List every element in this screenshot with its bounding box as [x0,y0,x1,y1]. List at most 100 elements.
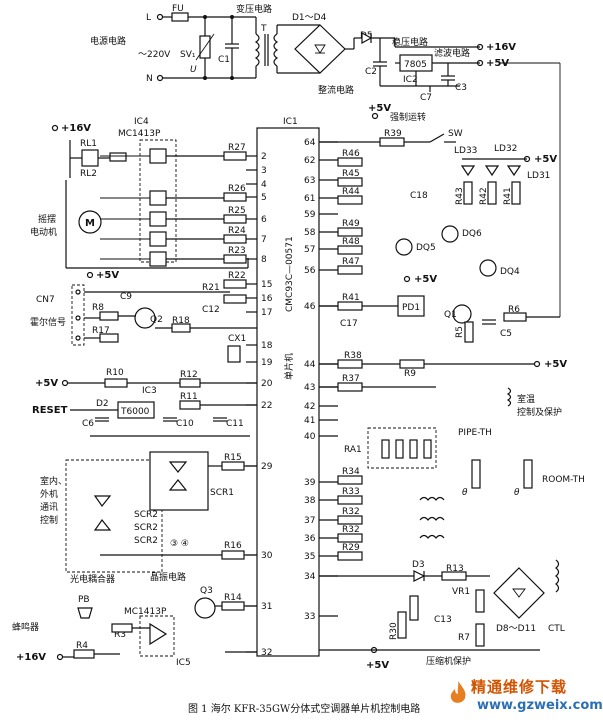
temperature-section: R37 室温 控制及保护 RA1 PIPE-TH ROOM-TH θ θ R34… [319,374,585,561]
label-r34: R34 [342,467,360,477]
mcu-pin-29: 29 [261,462,273,472]
resistor-r4 [73,649,95,659]
diode-d3 [413,570,426,582]
mcu-pin-64: 64 [304,138,316,148]
resistor-r17 [99,333,119,343]
label-scr2-b: SCR2 [134,523,158,533]
label-filter-circuit: 滤波电路 [434,47,470,59]
label-comm-4: 控制 [40,514,58,526]
resistor-r3 [111,623,133,633]
label-d8-d11: D8～D11 [496,624,536,634]
label-reset: RESET [32,405,68,416]
label-r6: R6 [508,305,520,315]
label-room-temp-2: 控制及保护 [517,406,562,418]
switch-sw[interactable] [429,133,445,143]
label-cn7: CN7 [36,295,55,305]
label-c13: C13 [434,615,452,625]
ic4-gate-2 [149,190,167,206]
label-r44: R44 [342,187,360,197]
label-theta-room: θ [514,488,520,498]
resistor-r33 [337,495,363,505]
label-r33: R33 [342,487,360,497]
label-scr1: SCR1 [210,488,234,498]
transistor-q2 [134,307,156,329]
ctl-coil [555,559,560,593]
label-q1: Q1 [444,310,457,320]
label-r48: R48 [342,237,360,247]
mcu-pin-4: 4 [261,180,267,190]
scr1-diode-a [168,461,188,473]
transistor-q3 [194,597,216,619]
label-r25: R25 [228,206,246,216]
mcu-pin-59: 59 [304,210,316,220]
crystal-cx1 [227,345,241,363]
transistor-dq5 [395,238,413,256]
label-mcu-part: CMC93C—00571 [285,236,295,312]
label-transformer-circuit: 变压电路 [236,3,272,15]
mcu-pin-34: 34 [304,572,316,582]
mcu-pin-5: 5 [261,193,267,203]
power-section: L N FU 电源电路 ～220V SV₁ U C1 变压电路 T [90,3,561,317]
label-p5-sw: +5V [368,103,391,114]
label-r11: R11 [180,392,198,402]
compressor-section: D3 R13 VR1 C13 R30 R7 D8～D11 CTL 压缩机保护 +… [319,559,565,671]
label-c11: C11 [226,419,244,429]
label-r23: R23 [228,246,246,256]
mcu-pin-16: 16 [261,294,273,304]
label-p16-top: +16V [486,42,516,53]
label-comm-3: 通讯 [40,502,58,513]
label-r24: R24 [228,226,246,236]
label-r17: R17 [92,326,110,336]
label-regulator-circuit: 稳压电路 [392,36,428,48]
mcu-pin-42: 42 [304,402,315,412]
driver-ic5 [139,615,175,657]
label-cx1: CX1 [228,334,246,344]
mcu-pin-18: 18 [261,341,273,351]
label-r45: R45 [342,169,360,179]
driver-gates [100,148,224,267]
label-c10: C10 [176,419,194,429]
mcu-pin-38: 38 [304,496,316,506]
resistor-r27 [223,151,247,161]
ic4-gate-4 [149,231,167,247]
swing-motor [78,210,102,234]
mcu-pin-44: 44 [304,360,316,370]
label-r18: R18 [172,316,190,326]
label-d2: D2 [96,399,109,409]
scr1-diode-b [168,479,188,491]
label-r21: R21 [202,283,220,293]
bridge-d8-d11 [493,567,545,619]
label-r37: R37 [342,374,360,384]
forced-run-section: +5V 强制运转 R39 SW R46 R45 R44 C18 R49 R48 … [319,103,557,277]
mcu-body [256,127,320,657]
label-mcu: 单片机 [283,353,295,380]
label-7805: 7805 [404,60,427,70]
mcu-pin-20: 20 [261,379,273,389]
transformer-primary [254,33,260,67]
label-r13: R13 [446,564,464,574]
mcu-pin-62: 62 [304,156,315,166]
resistor-r38 [337,359,363,369]
label-r41-led: R41 [503,187,513,205]
resistor-r42 [487,181,497,205]
mcu-pin-6: 6 [261,215,267,225]
label-c3: C3 [455,83,467,93]
label-dq6: DQ6 [462,229,482,239]
label-dq4: DQ4 [500,267,520,277]
label-room-th: ROOM-TH [542,475,585,485]
label-r5: R5 [455,326,465,338]
mcu-right-wires [246,155,257,653]
label-q3: Q3 [200,586,213,596]
label-r30: R30 [389,622,399,640]
resistor-r10 [104,378,128,388]
mcu-pin-31: 31 [261,602,272,612]
mcu-pin-40: 40 [304,432,316,442]
label-p5-reset: +5V [35,378,58,389]
label-crystal: 晶振电路 [150,571,186,583]
resistor-r44 [337,195,363,205]
resistor-r21 [223,294,247,304]
label-pipe-th: PIPE-TH [458,428,492,438]
circuit-diagram: L N FU 电源电路 ～220V SV₁ U C1 变压电路 T [12,3,585,671]
resistor-r18 [171,323,191,333]
